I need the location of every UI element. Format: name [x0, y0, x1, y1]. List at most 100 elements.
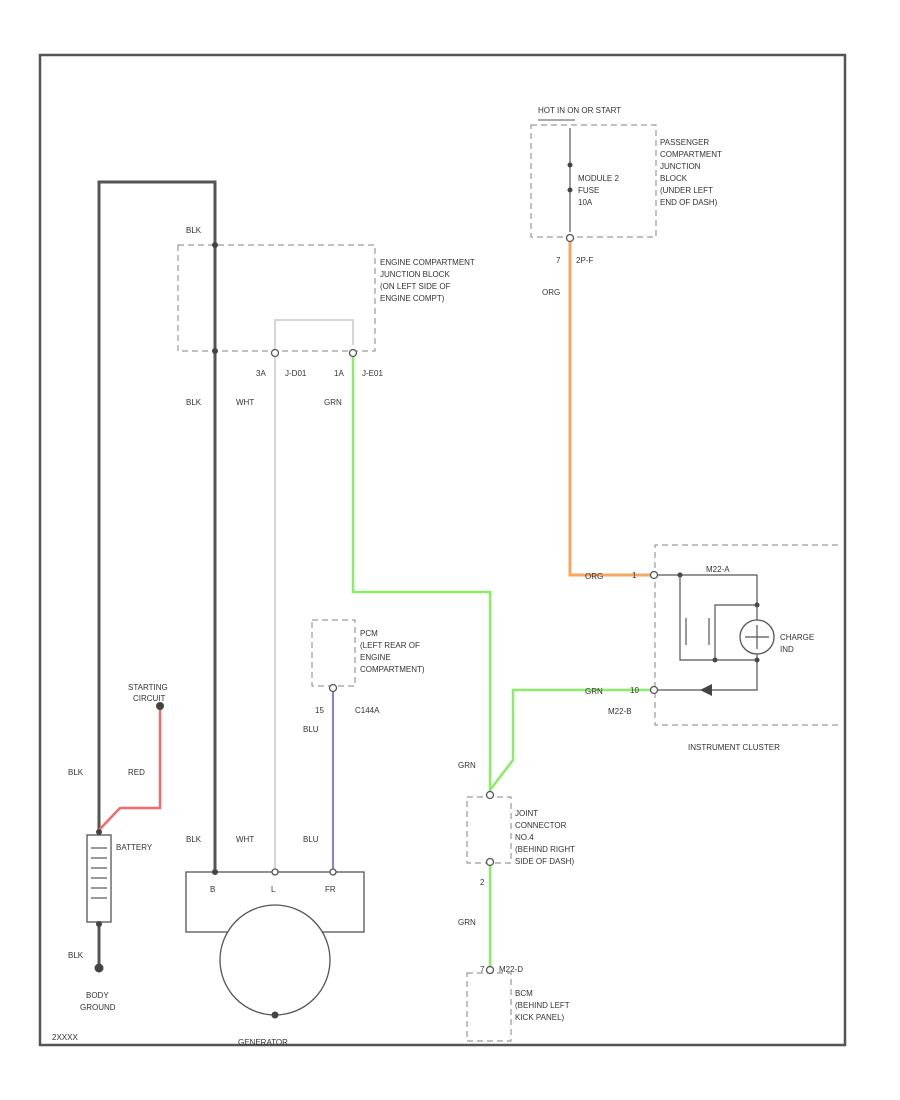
cluster-int-label: M22-A: [706, 565, 730, 574]
wht-label-ecjb: WHT: [236, 398, 254, 407]
ecjb-pin-b: 1A: [334, 369, 344, 378]
ecjb-conn-a: [270, 348, 280, 358]
blu-label-gen: BLU: [303, 835, 319, 844]
joint-label-1: JOINT: [515, 809, 538, 818]
pcm-pin: 15: [315, 706, 324, 715]
pcjb-label-2: COMPARTMENT: [660, 150, 722, 159]
pcjb-conn: 2P-F: [576, 256, 593, 265]
cluster-pin-bot: 10: [630, 686, 639, 695]
hot-bus-label: HOT IN ON OR START: [538, 106, 621, 115]
wire-red: [98, 706, 162, 831]
ecjb-conn-a-label: J-D01: [285, 369, 307, 378]
battery-label: BATTERY: [116, 843, 153, 852]
wire-blk-main: [97, 180, 217, 872]
diagram-frame: [38, 53, 847, 1047]
blk-label-battery-top: BLK: [68, 768, 84, 777]
joint-label-2: CONNECTOR: [515, 821, 567, 830]
ecjb-box: [177, 244, 376, 352]
ground-icon: [94, 963, 104, 973]
bcm-connector: [485, 965, 495, 975]
cluster-int-bot: [658, 654, 758, 691]
grn-label-joint-bot: GRN: [458, 918, 476, 927]
bcm-conn: M22-D: [499, 965, 523, 974]
fuse-label-3: 10A: [578, 198, 593, 207]
cluster-conn-label: M22-B: [608, 707, 632, 716]
ecjb-blk-bot: [212, 348, 218, 354]
pcjb-label-3: JUNCTION: [660, 162, 701, 171]
gen-terminal-fr: FR: [325, 885, 336, 894]
diode-arrow-icon: [700, 684, 712, 696]
blu-label-top: BLU: [303, 725, 319, 734]
cluster-branch-left: [679, 575, 715, 661]
cluster-label: INSTRUMENT CLUSTER: [688, 743, 780, 752]
blk-label-gen: BLK: [186, 835, 202, 844]
cluster-conn-bot: [649, 685, 659, 695]
ecjb-label-4: ENGINE COMPT): [380, 294, 445, 303]
pcjb-label-5: (UNDER LEFT: [660, 186, 713, 195]
pcjb-label-6: END OF DASH): [660, 198, 718, 207]
wire-grn-cluster: [489, 688, 652, 791]
cluster-conn-top: [649, 570, 659, 580]
ecjb-conn-b-label: J-E01: [362, 369, 383, 378]
gen-b-terminal: [212, 869, 218, 875]
cluster-pin-top: 1: [632, 571, 637, 580]
body-ground-2: GROUND: [80, 1003, 116, 1012]
fuse-terminal-bot: [567, 187, 573, 193]
generator-label: GENERATOR: [238, 1038, 288, 1047]
diagram-code: 2XXXX: [52, 1033, 78, 1042]
gen-terminal-l: L: [271, 885, 276, 894]
starting-circuit-2: CIRCUIT: [133, 694, 166, 703]
generator-case-ground: [271, 1011, 279, 1019]
bcm-label-2: (BEHIND LEFT: [515, 1001, 570, 1010]
joint-label-3: NO.4: [515, 833, 534, 842]
body-ground-1: BODY: [86, 991, 109, 1000]
cluster-int-top: [658, 574, 758, 605]
ecjb-label-1: ENGINE COMPARTMENT: [380, 258, 475, 267]
bcm-box: [466, 972, 512, 1042]
blk-label-ecjb-bot: BLK: [186, 398, 202, 407]
cluster-box: [654, 544, 838, 726]
cluster-branch-mid: [714, 604, 757, 660]
joint-label-5: SIDE OF DASH): [515, 857, 574, 866]
ecjb-label-3: (ON LEFT SIDE OF: [380, 282, 451, 291]
grn-label-joint-top: GRN: [458, 761, 476, 770]
charge-ind-1: CHARGE: [780, 633, 814, 642]
joint-pin-bot: 2: [480, 878, 485, 887]
joint-conn-bot: [485, 857, 495, 867]
pcm-label-2: (LEFT REAR OF: [360, 641, 420, 650]
fuse-terminal-top: [567, 162, 573, 168]
joint-conn-top: [485, 790, 495, 800]
grn-label-ecjb: GRN: [324, 398, 342, 407]
charge-ind-2: IND: [780, 645, 794, 654]
pcjb-pin: 7: [556, 256, 561, 265]
wire-org: [568, 240, 652, 577]
battery-terminal-neg: [96, 921, 102, 927]
bcm-label-1: BCM: [515, 989, 533, 998]
wire-wht: [274, 319, 354, 872]
joint-box: [466, 796, 512, 864]
ecjb-pin-a: 3A: [256, 369, 266, 378]
wht-label-gen: WHT: [236, 835, 254, 844]
blk-label-ecjb-top: BLK: [186, 226, 202, 235]
ecjb-conn-b: [348, 348, 358, 358]
starting-circuit-terminal: [156, 702, 164, 710]
gen-fr-terminal: [329, 868, 337, 876]
starting-circuit-1: STARTING: [128, 683, 168, 692]
pcm-label-4: COMPARTMENT): [360, 665, 425, 674]
pcm-box: [311, 619, 356, 687]
red-label: RED: [128, 768, 145, 777]
ecjb-blk-top: [212, 242, 218, 248]
pcjb-connector: [565, 233, 575, 243]
fuse-label-2: FUSE: [578, 186, 599, 195]
pcm-conn: C144A: [355, 706, 380, 715]
pcm-connector: [328, 683, 338, 693]
bcm-label-3: KICK PANEL): [515, 1013, 565, 1022]
pcjb-label-4: BLOCK: [660, 174, 688, 183]
battery-terminal-pos: [96, 829, 102, 835]
org-label-cluster: ORG: [585, 572, 603, 581]
pcjb-label-1: PASSENGER: [660, 138, 709, 147]
pcm-label-3: ENGINE: [360, 653, 391, 662]
ecjb-label-2: JUNCTION BLOCK: [380, 270, 450, 279]
pcjb-box: [530, 124, 657, 238]
